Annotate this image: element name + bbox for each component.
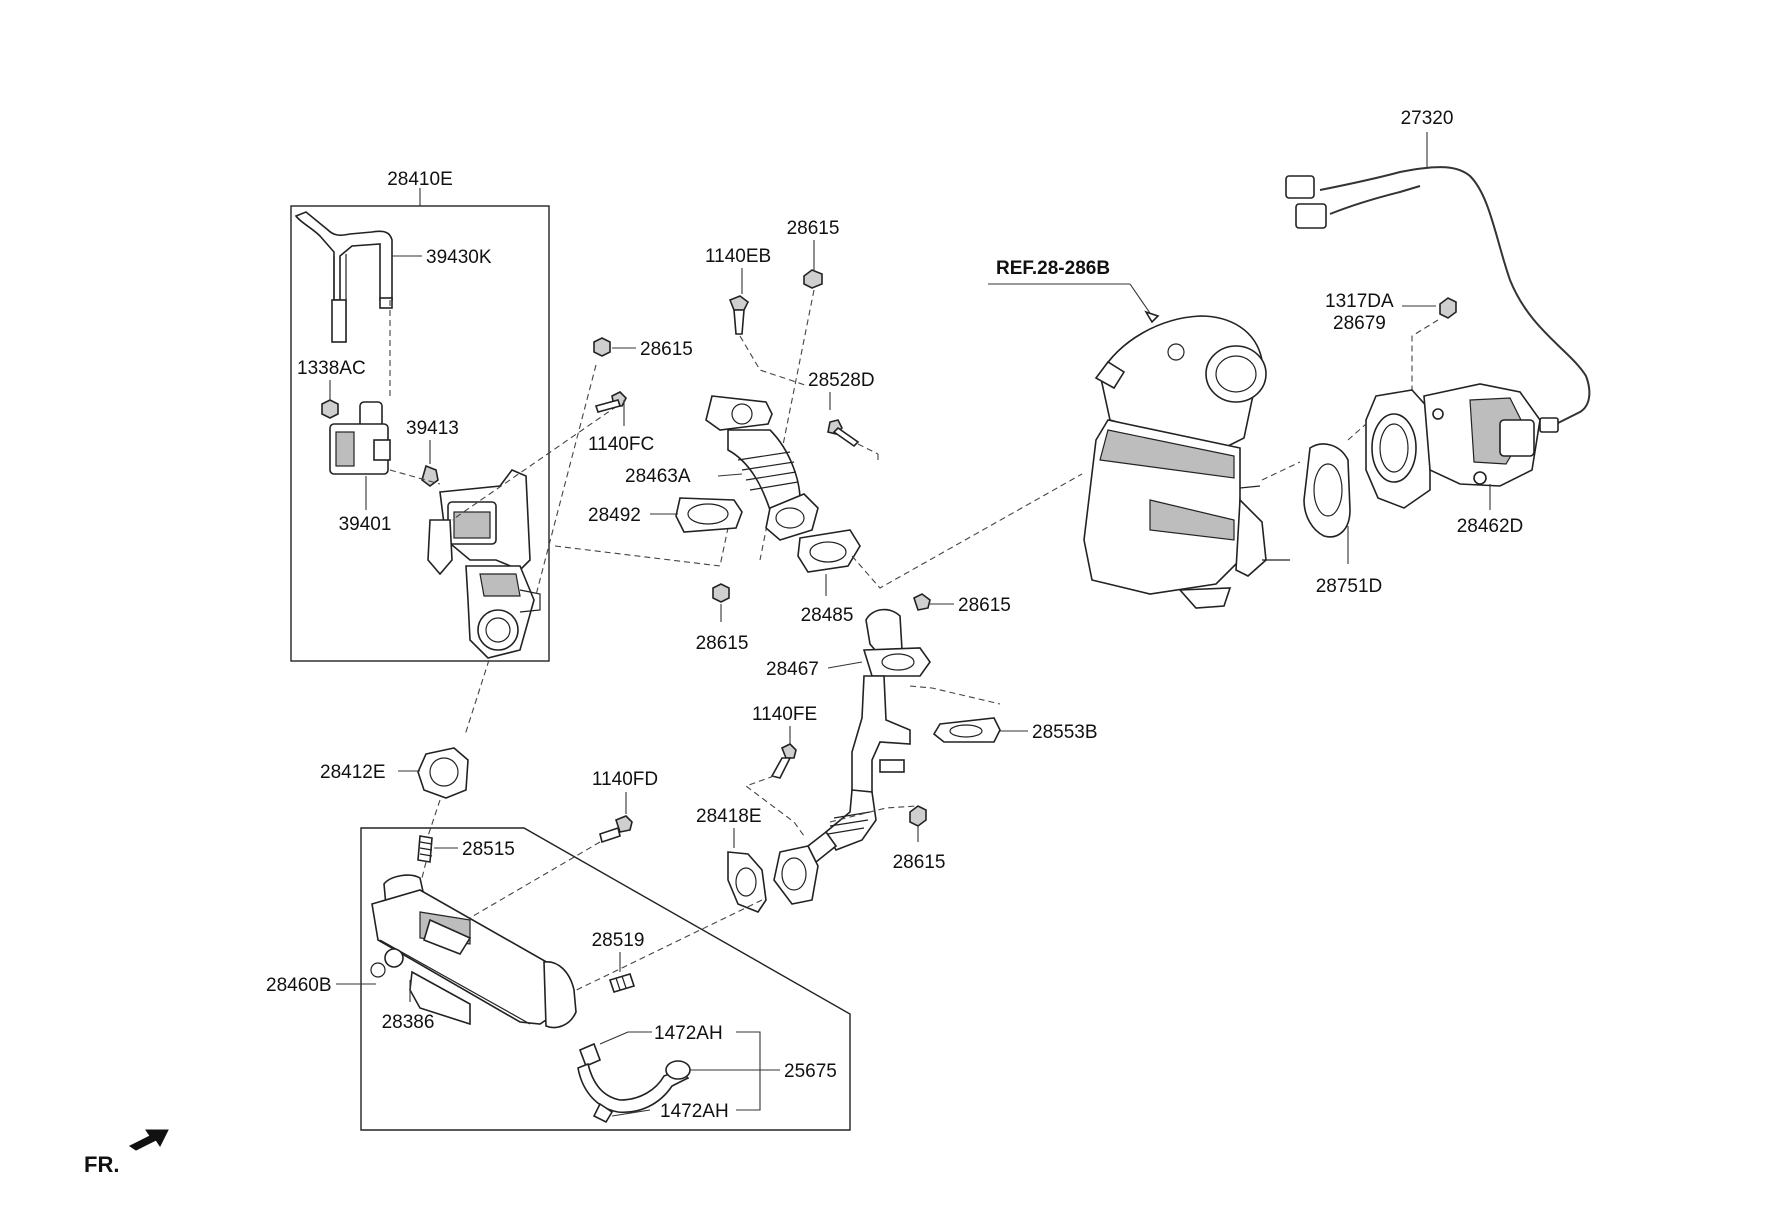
label-28615-a: 28615: [640, 339, 693, 360]
pipe-28467: [773, 608, 931, 905]
bolt-1140eb: [728, 295, 750, 335]
label-1140fe: 1140FE: [752, 704, 817, 725]
label-28410e: 28410E: [387, 169, 453, 190]
label-1317da: 1317DA: [1325, 291, 1394, 312]
solenoid-39401: [329, 401, 391, 475]
connector-c: [1539, 417, 1559, 433]
label-28460b: 28460B: [266, 975, 332, 996]
bolt-1140fd: [599, 815, 633, 844]
label-1472ah-bottom: 1472AH: [660, 1101, 729, 1122]
label-1472ah-top: 1472AH: [654, 1023, 723, 1044]
bolt-1338ac: [321, 399, 339, 419]
nut-28615-b: [803, 269, 823, 289]
front-direction-marker: FR.: [84, 1129, 169, 1177]
stud-28528d: [827, 419, 860, 448]
gasket-28418e: [727, 851, 767, 913]
label-ref-catalyst: REF.28-286B: [996, 258, 1110, 279]
nut-1317da: [1439, 297, 1457, 319]
gasket-28492: [675, 497, 743, 533]
label-28615-b: 28615: [787, 218, 840, 239]
label-39401: 39401: [339, 514, 392, 535]
stud-28519: [608, 973, 636, 993]
arrow-icon: [129, 1129, 169, 1151]
label-28412e: 28412E: [320, 762, 386, 783]
group-box-cooler: [360, 827, 851, 1131]
gasket-28412e: [417, 747, 469, 799]
label-1140eb: 1140EB: [705, 246, 771, 267]
gasket-28553b: [932, 717, 1001, 743]
label-28515: 28515: [462, 839, 515, 860]
nut-28615-a: [593, 337, 611, 357]
catalytic-converter: [1083, 315, 1290, 609]
label-39413: 39413: [406, 418, 459, 439]
label-28528d: 28528D: [808, 370, 875, 391]
clamp-top: [578, 1042, 602, 1068]
label-28485: 28485: [801, 605, 854, 626]
label-28462d: 28462D: [1457, 516, 1524, 537]
clamp-bottom: [592, 1102, 614, 1124]
label-25675: 25675: [784, 1061, 837, 1082]
label-28679: 28679: [1333, 313, 1386, 334]
label-28751d: 28751D: [1316, 576, 1383, 597]
egr-valve-group: 28410E 39430K 1338AC 39401 39413: [290, 169, 550, 662]
hose-39430k: [294, 211, 393, 343]
label-39430k: 39430K: [426, 247, 492, 268]
oring-28386: [370, 962, 386, 978]
egr-valve-body: [427, 469, 541, 659]
gasket-28751d: [1303, 443, 1351, 538]
label-28519: 28519: [592, 930, 645, 951]
label-1140fc: 1140FC: [588, 434, 654, 455]
label-1338ac: 1338AC: [297, 358, 366, 379]
drain-bolt: [384, 948, 404, 968]
connector-b: [1295, 203, 1327, 229]
bolt-1140fc: [594, 391, 627, 413]
stud-28515: [417, 835, 433, 863]
label-1140fd: 1140FD: [592, 769, 658, 790]
label-28463a: 28463A: [625, 466, 691, 487]
hose-25675: [577, 1042, 691, 1124]
nut-28615-c: [712, 583, 730, 603]
label-fr: FR.: [84, 1152, 119, 1177]
nut-28615-d: [913, 593, 931, 611]
label-28553b: 28553B: [1032, 722, 1098, 743]
label-28615-c: 28615: [696, 633, 749, 654]
throttle-body-28462d: [1365, 383, 1541, 509]
label-27320: 27320: [1401, 108, 1454, 129]
sensor-39413: [421, 464, 439, 487]
label-28418e: 28418E: [696, 806, 762, 827]
gasket-28485: [797, 529, 861, 573]
label-28467: 28467: [766, 659, 819, 680]
label-28615-e: 28615: [893, 852, 946, 873]
label-28615-d: 28615: [958, 595, 1011, 616]
pipe-28463a: [705, 395, 819, 541]
connector-a: [1285, 175, 1315, 199]
label-28492: 28492: [588, 505, 641, 526]
nut-28615-e: [909, 805, 927, 827]
bolt-1140fe: [770, 743, 797, 779]
egr-cooler-28460b: [371, 874, 577, 1029]
label-28386: 28386: [382, 1012, 435, 1033]
